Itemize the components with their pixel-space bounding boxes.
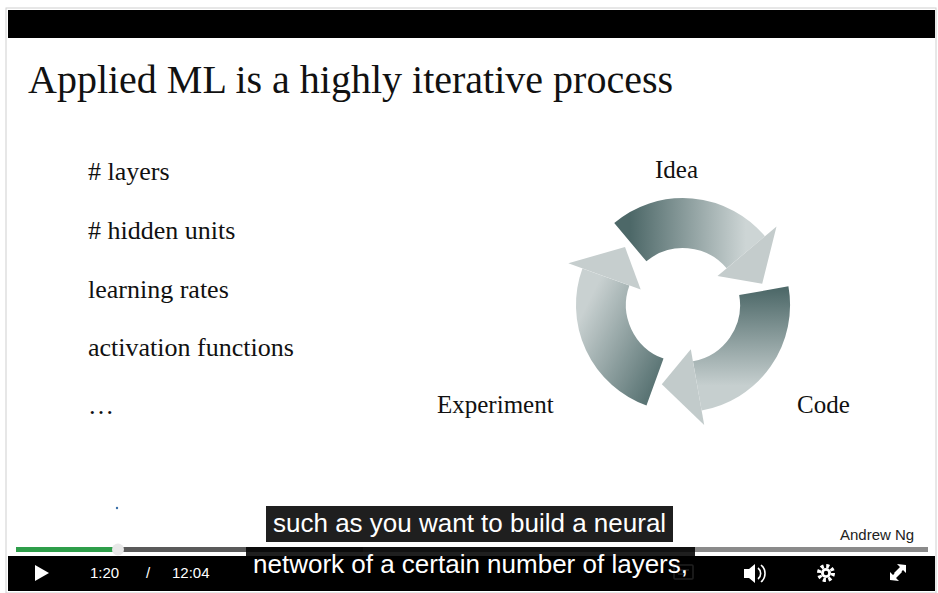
hyperparameter-item: # layers bbox=[88, 157, 170, 187]
subtitle-line: such as you want to build a neural bbox=[266, 506, 673, 542]
ellipsis: … bbox=[88, 391, 114, 421]
cycle-label: Experiment bbox=[437, 391, 554, 420]
cycle-ring bbox=[568, 223, 776, 425]
settings-icon bbox=[819, 566, 833, 580]
author-credit: Andrew Ng bbox=[840, 526, 914, 543]
volume-icon bbox=[744, 564, 765, 583]
progress-knob bbox=[112, 544, 124, 556]
time-total: 12:04 bbox=[172, 564, 210, 581]
cycle-label: Code bbox=[797, 391, 850, 420]
hyperparameter-item: activation functions bbox=[88, 333, 294, 363]
play-icon bbox=[35, 565, 49, 581]
dot bbox=[116, 507, 118, 509]
progress-played bbox=[16, 547, 118, 552]
time-current: 1:20 bbox=[90, 564, 119, 581]
top-bar bbox=[8, 10, 935, 38]
subtitle-line: network of a certain number of layers, bbox=[246, 547, 695, 583]
slide-title: Applied ML is a highly iterative process bbox=[28, 57, 673, 103]
fullscreen-icon bbox=[890, 564, 906, 581]
time-separator: / bbox=[146, 564, 150, 581]
frame bbox=[6, 8, 936, 593]
hyperparameter-item: # hidden units bbox=[88, 216, 235, 246]
hyperparameter-item: learning rates bbox=[88, 275, 229, 305]
cycle-label: Idea bbox=[655, 156, 698, 185]
